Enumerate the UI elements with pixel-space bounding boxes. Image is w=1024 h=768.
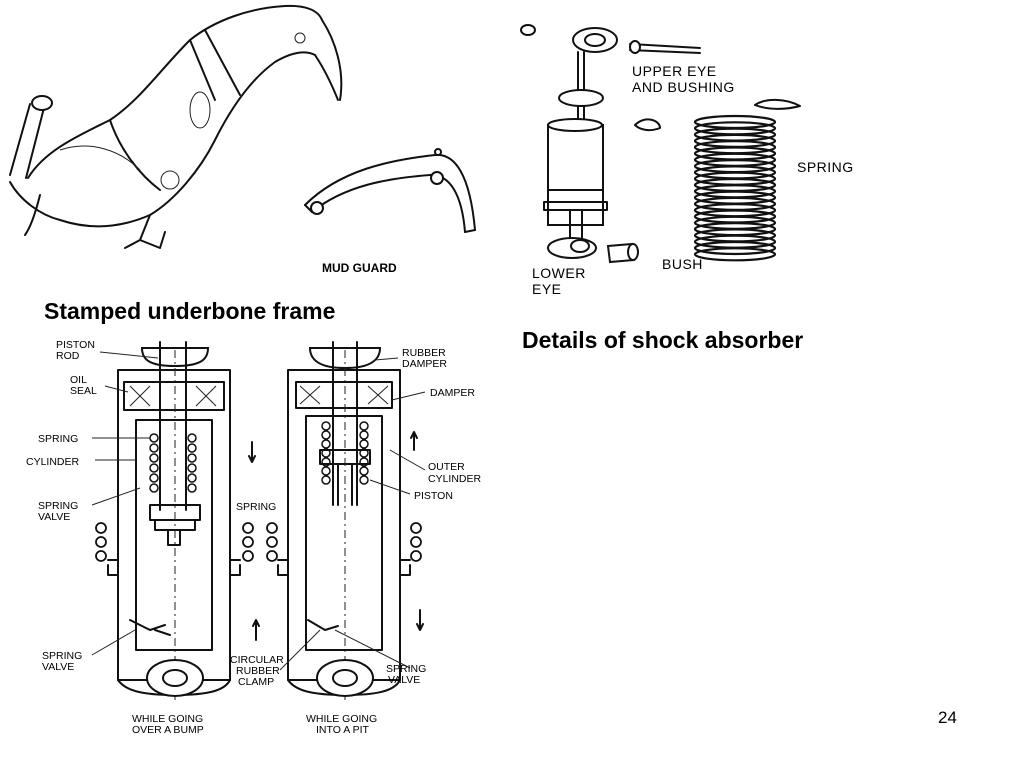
shock-absorber-section-figure: PISTON ROD OIL SEAL SPRING CYLINDER SPRI… <box>26 339 482 736</box>
spring-valve-right-label-1: SPRING <box>386 663 426 675</box>
cylinder-label: CYLINDER <box>26 456 80 468</box>
rubber-damper-label-2: DAMPER <box>402 358 447 370</box>
oil-seal-label-1: OIL <box>70 374 87 386</box>
left-shock-unit <box>95 341 260 700</box>
slide-number: 24 <box>938 708 957 727</box>
pit-caption-1: WHILE GOING <box>306 713 377 725</box>
bump-caption-1: WHILE GOING <box>132 713 203 725</box>
spring-valve-label-1: SPRING <box>38 500 78 512</box>
coil-loop <box>149 443 159 453</box>
pit-caption-2: INTO A PIT <box>316 724 369 736</box>
circular-clamp-label-1: CIRCULAR <box>230 654 284 666</box>
coil-loop <box>321 430 331 440</box>
rubber-damper-label-1: RUBBER <box>402 347 446 359</box>
coil-loop <box>187 453 197 463</box>
coil-spring-drawing <box>693 114 777 262</box>
coil-loop <box>359 475 369 485</box>
coil-loop <box>359 466 369 476</box>
right-shock-unit <box>266 341 424 700</box>
lower-eye-label-2: EYE <box>532 281 562 297</box>
coil-loop <box>359 457 369 467</box>
shock-absorber-parts-figure: UPPER EYE AND BUSHING SPRING BUSH LOWER … <box>520 24 854 297</box>
coil-loop <box>410 550 422 562</box>
coil-loop <box>359 421 369 431</box>
coil-loop <box>693 247 777 262</box>
coil-loop <box>410 536 422 548</box>
frame-title: Stamped underbone frame <box>44 298 336 324</box>
coil-loop <box>321 475 331 485</box>
coil-loop <box>149 483 159 493</box>
mud-guard-drawing <box>304 148 476 233</box>
coil-loop <box>149 473 159 483</box>
bump-caption-2: OVER A BUMP <box>132 724 204 736</box>
circular-clamp-label-3: CLAMP <box>238 676 274 688</box>
coil-loop <box>95 522 107 534</box>
upper-eye-label-1: UPPER EYE <box>632 63 717 79</box>
upper-eye-label-2: AND BUSHING <box>632 79 735 95</box>
bush-label: BUSH <box>662 256 703 272</box>
coil-loop <box>187 483 197 493</box>
coil-loop <box>410 522 422 534</box>
spring-mid-label: SPRING <box>236 501 276 513</box>
coil-loop <box>95 536 107 548</box>
upper-eye-icon <box>572 27 618 53</box>
outer-cylinder-label-2: CYLINDER <box>428 473 482 485</box>
coil-loop <box>321 421 331 431</box>
leader-lines <box>91 351 426 671</box>
damper-label: DAMPER <box>430 387 475 399</box>
underbone-frame-figure: MUD GUARD <box>9 4 476 275</box>
coil-loop <box>693 240 777 256</box>
coil-loop <box>187 433 197 443</box>
coil-loop <box>359 448 369 458</box>
piston-rod-label-2: ROD <box>56 350 80 362</box>
frame-drawing <box>9 4 343 249</box>
mud-guard-label: MUD GUARD <box>322 261 397 275</box>
coil-loop <box>242 536 254 548</box>
coil-loop <box>187 473 197 483</box>
coil-loop <box>242 522 254 534</box>
coil-loop <box>321 457 331 467</box>
coil-loop <box>321 439 331 449</box>
spring-label-left: SPRING <box>38 433 78 445</box>
piston-rod-label-1: PISTON <box>56 339 95 351</box>
spring-valve-bottom-label-2: VALVE <box>42 661 74 673</box>
coil-loop <box>266 536 278 548</box>
coil-loop <box>242 550 254 562</box>
spring-valve-bottom-label-1: SPRING <box>42 650 82 662</box>
lower-eye-label-1: LOWER <box>532 265 586 281</box>
shock-title: Details of shock absorber <box>522 327 804 353</box>
coil-loop <box>266 550 278 562</box>
coil-loop <box>149 453 159 463</box>
coil-loop <box>321 448 331 458</box>
coil-loop <box>359 430 369 440</box>
coil-loop <box>321 466 331 476</box>
spring-label: SPRING <box>797 159 854 175</box>
coil-loop <box>359 439 369 449</box>
coil-loop <box>149 433 159 443</box>
coil-loop <box>187 463 197 473</box>
spring-valve-right-label-2: VALVE <box>388 674 420 686</box>
coil-loop <box>266 522 278 534</box>
oil-seal-label-2: SEAL <box>70 385 97 397</box>
coil-loop <box>187 443 197 453</box>
coil-loop <box>149 463 159 473</box>
spring-valve-label-2: VALVE <box>38 511 70 523</box>
piston-label: PISTON <box>414 490 453 502</box>
circular-clamp-label-2: RUBBER <box>236 665 280 677</box>
coil-loop <box>95 550 107 562</box>
washer-icon <box>520 24 536 36</box>
outer-cylinder-label-1: OUTER <box>428 461 465 473</box>
